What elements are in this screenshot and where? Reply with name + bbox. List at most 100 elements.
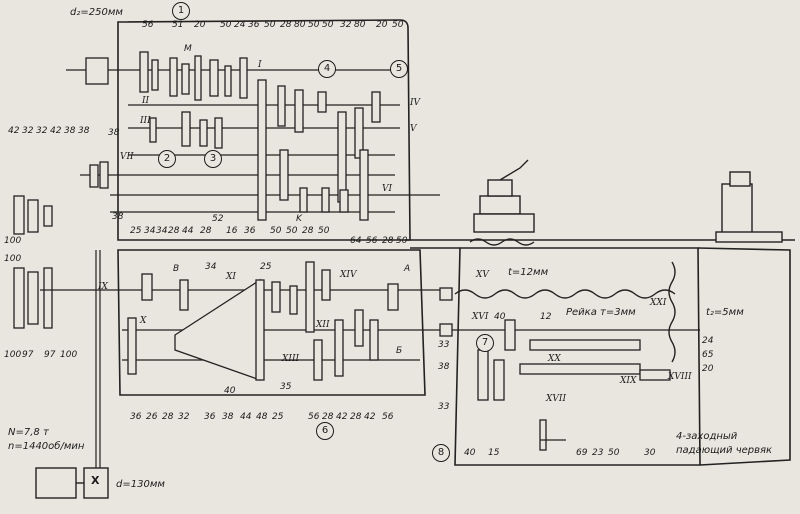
gear-teeth: 56 (366, 236, 378, 246)
gear-teeth: 20 (702, 364, 714, 374)
gear-teeth: 100 (60, 350, 78, 360)
gear-teeth: 30 (644, 448, 656, 458)
shaft-label: I (258, 60, 262, 70)
gear-teeth: 38 (112, 212, 124, 222)
gear-teeth: 24 (234, 20, 246, 30)
gear-teeth: 50 (322, 20, 334, 30)
gear-teeth: 50 (608, 448, 620, 458)
headstock-diameter: d₂=250мм (70, 7, 123, 18)
callout-4: 4 (318, 60, 336, 78)
gear-teeth: 100 (4, 254, 22, 264)
gear-teeth: 12 (540, 312, 552, 322)
gear-teeth: 33 (438, 340, 450, 350)
callout-6: 6 (316, 422, 334, 440)
gear-teeth: 40 (494, 312, 506, 322)
gear-teeth: 36 (244, 226, 256, 236)
feed-pitch: t₂=5мм (706, 307, 744, 318)
gear-teeth: 28 (200, 226, 212, 236)
worm-note: 4-заходный (676, 431, 738, 442)
gear-teeth: 56 (308, 412, 320, 422)
motor-rpm: n=1440об/мин (8, 441, 85, 452)
callout-5: 5 (390, 60, 408, 78)
gear-teeth: 35 (280, 382, 292, 392)
lead-screw-pitch: t=12мм (508, 267, 549, 278)
gear-teeth: 50 (264, 20, 276, 30)
shaft-label: VI (382, 184, 393, 194)
shaft-label: II (142, 96, 150, 106)
worm-note: падающий червяк (676, 445, 773, 456)
gear-teeth: 100 (4, 350, 22, 360)
headstock-outline (117, 19, 411, 241)
gear-teeth: 44 (182, 226, 194, 236)
shaft-label: III (140, 116, 151, 126)
shaft-label: XXI (650, 298, 667, 308)
gear-teeth: 52 (212, 214, 224, 224)
clutch-label: A (404, 264, 411, 274)
gear-teeth: 100 (4, 236, 22, 246)
shaft-label: X (140, 316, 147, 326)
gear-teeth: 69 (576, 448, 588, 458)
callout-3: 3 (204, 150, 222, 168)
gearbox-outline (117, 249, 426, 396)
shaft-label: XII (316, 320, 330, 330)
apron-outline (454, 247, 701, 466)
gear-teeth: 56 (382, 412, 394, 422)
shaft-label: K (296, 214, 302, 224)
gear-teeth: 28 (382, 236, 394, 246)
gear-teeth: 20 (376, 20, 388, 30)
shaft-label: IX (98, 282, 108, 292)
gear-teeth: 34 (205, 262, 217, 272)
gear-teeth: 23 (592, 448, 604, 458)
gear-teeth: 97 (44, 350, 56, 360)
motor-box-label: X (91, 474, 100, 487)
gear-teeth: 28 (162, 412, 174, 422)
shaft-label: XV (476, 270, 489, 280)
shaft-label: V (410, 124, 417, 134)
gear-teeth: 42 (50, 126, 62, 136)
gear-teeth: 40 (224, 386, 236, 396)
gear-teeth: 80 (294, 20, 306, 30)
shaft-label: XVII (546, 394, 567, 404)
gear-teeth: 28 (322, 412, 334, 422)
gear-teeth: 16 (226, 226, 238, 236)
gear-teeth: 48 (256, 412, 268, 422)
clutch-label: M (184, 44, 192, 54)
gear-teeth: 50 (318, 226, 330, 236)
gear-teeth: 38 (78, 126, 90, 136)
gear-teeth: 42 (8, 126, 20, 136)
motor-power: N=7,8 т (8, 427, 49, 438)
gear-teeth: 42 (364, 412, 376, 422)
gear-teeth: 32 (340, 20, 352, 30)
gear-teeth: 50 (396, 236, 408, 246)
gear-teeth: 32 (36, 126, 48, 136)
gear-teeth: 38 (64, 126, 76, 136)
shaft-label: XIV (340, 270, 357, 280)
gear-teeth: 28 (280, 20, 292, 30)
gear-teeth: 50 (220, 20, 232, 30)
gear-teeth: 36 (248, 20, 260, 30)
callout-7: 7 (476, 334, 494, 352)
shaft-label: XIX (620, 376, 637, 386)
shaft-label: XIII (282, 354, 300, 364)
shaft-label: IV (410, 98, 421, 108)
clutch-label: B (173, 264, 180, 274)
gear-teeth: 28 (302, 226, 314, 236)
gear-teeth: 34 (156, 226, 168, 236)
gear-teeth: 97 (22, 350, 34, 360)
callout-2: 2 (158, 150, 176, 168)
gear-teeth: 25 (272, 412, 284, 422)
gear-teeth: 36 (130, 412, 142, 422)
gear-teeth: 42 (336, 412, 348, 422)
shaft-label: XVIII (668, 372, 692, 382)
gear-teeth: 20 (194, 20, 206, 30)
gear-teeth: 28 (168, 226, 180, 236)
gear-teeth: 56 (142, 20, 154, 30)
gear-teeth: 50 (286, 226, 298, 236)
shaft-label: XX (548, 354, 561, 364)
gear-teeth: 33 (438, 402, 450, 412)
rack-label: Рейка т=3мм (566, 307, 636, 318)
gear-teeth: 50 (392, 20, 404, 30)
gear-teeth: 25 (260, 262, 272, 272)
gear-teeth: 80 (354, 20, 366, 30)
